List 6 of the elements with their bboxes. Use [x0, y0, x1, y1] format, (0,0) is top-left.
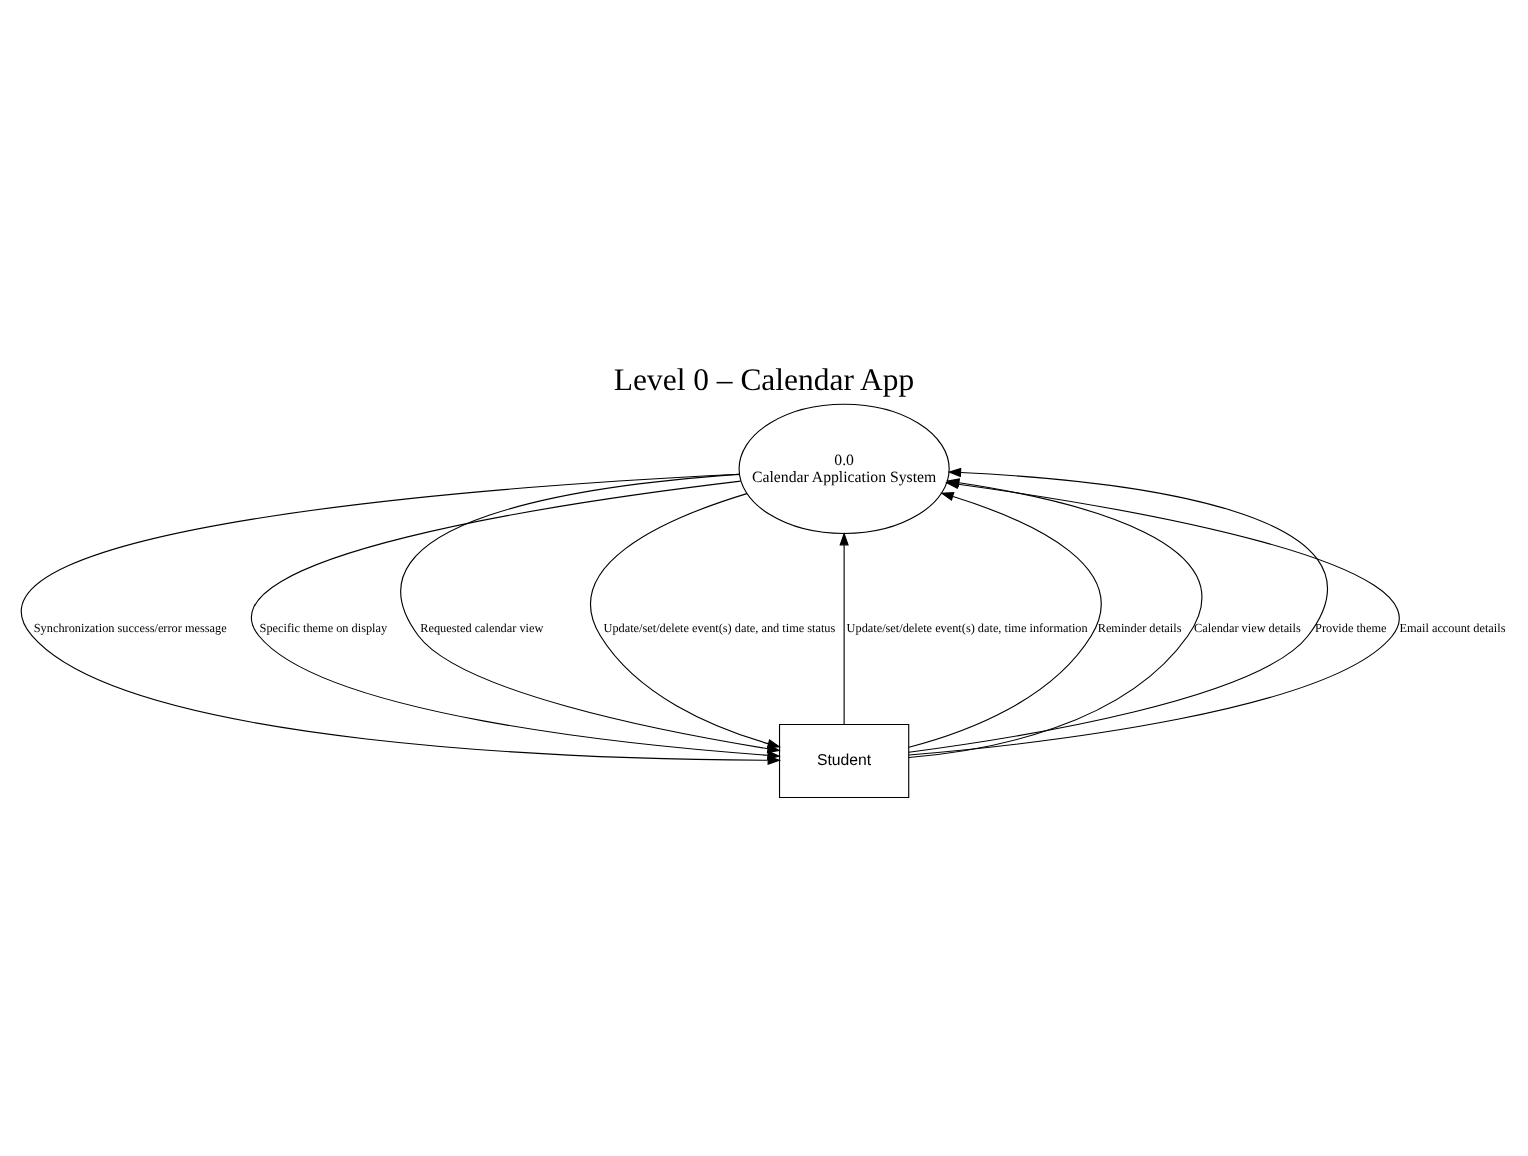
arrow — [908, 466, 1328, 752]
arrow — [590, 492, 781, 748]
node-ellipse: 0.0 Calendar Application System — [738, 402, 950, 534]
diagram-title: Level 0 – Calendar App — [613, 363, 915, 398]
arrow — [839, 530, 849, 724]
arrow — [908, 491, 1102, 747]
